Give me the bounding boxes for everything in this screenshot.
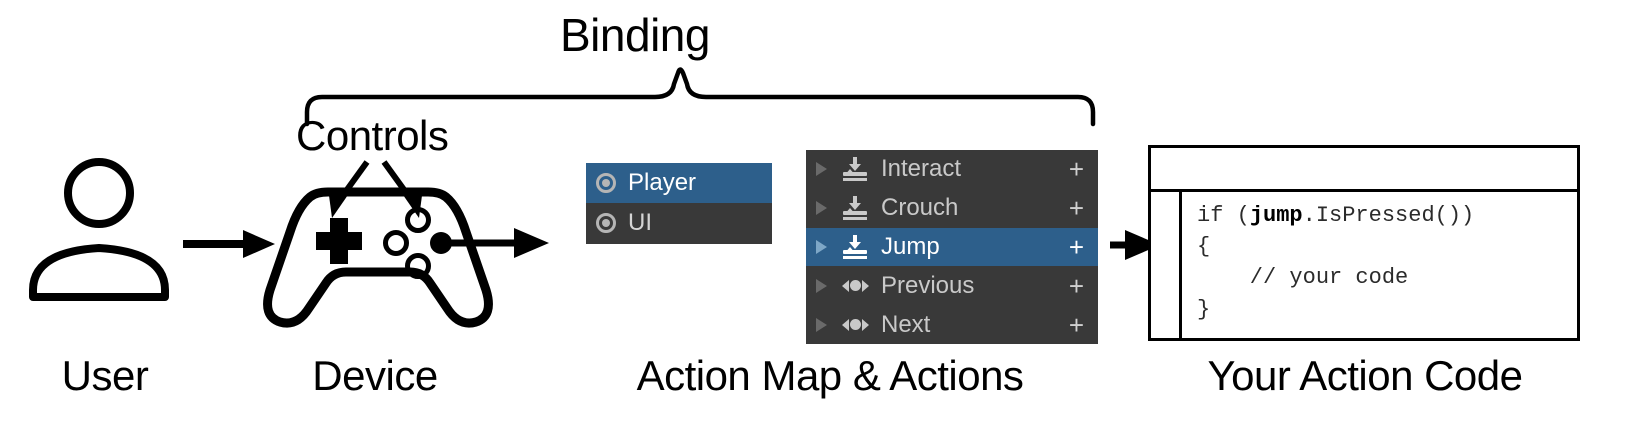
code-window[interactable]: if (jump.IsPressed()) { // your code } bbox=[1148, 145, 1580, 341]
button-press-icon bbox=[841, 157, 869, 182]
code-line-2: { bbox=[1197, 234, 1211, 260]
arrow-user-to-device bbox=[183, 230, 275, 258]
action-row-jump[interactable]: Jump + bbox=[806, 227, 1098, 267]
annotation-controls: Controls bbox=[296, 112, 449, 159]
chevron-right-icon[interactable] bbox=[816, 239, 827, 254]
axis-icon bbox=[841, 274, 869, 298]
action-row-next[interactable]: Next + bbox=[806, 305, 1098, 344]
arrow-controls-left bbox=[328, 160, 370, 218]
action-label: Crouch bbox=[881, 194, 959, 222]
arrow-device-to-actions bbox=[441, 228, 549, 258]
chevron-right-icon[interactable] bbox=[816, 278, 827, 293]
action-label: Next bbox=[881, 310, 931, 338]
action-row-interact[interactable]: Interact + bbox=[806, 150, 1098, 189]
add-binding-button[interactable]: + bbox=[1068, 309, 1084, 340]
action-row-crouch[interactable]: Crouch + bbox=[806, 189, 1098, 228]
chevron-right-icon[interactable] bbox=[816, 201, 827, 216]
caption-action-map-and-actions: Action Map & Actions bbox=[636, 352, 1024, 399]
action-map-row-player[interactable]: Player bbox=[586, 163, 772, 203]
action-map-icon bbox=[596, 173, 616, 193]
action-label: Interact bbox=[881, 155, 962, 183]
caption-user: User bbox=[61, 352, 149, 399]
axis-icon bbox=[841, 313, 869, 337]
chevron-right-icon[interactable] bbox=[816, 162, 827, 177]
action-map-label: UI bbox=[628, 209, 652, 236]
code-window-titlebar bbox=[1151, 148, 1577, 192]
button-press-icon bbox=[841, 196, 869, 221]
code-line-4: } bbox=[1197, 296, 1211, 322]
code-line-1-identifier: jump bbox=[1249, 203, 1303, 228]
gamepad-icon bbox=[263, 187, 493, 328]
user-icon bbox=[29, 158, 169, 301]
code-line-1-pre: if ( bbox=[1197, 203, 1250, 228]
add-binding-button[interactable]: + bbox=[1068, 193, 1084, 224]
action-label: Previous bbox=[881, 271, 975, 299]
code-gutter bbox=[1179, 192, 1182, 338]
arrow-controls-right bbox=[381, 160, 423, 218]
action-map-panel[interactable]: Player UI bbox=[586, 163, 772, 244]
button-press-icon bbox=[841, 234, 869, 259]
add-binding-button[interactable]: + bbox=[1068, 154, 1084, 185]
action-map-row-ui[interactable]: UI bbox=[586, 203, 772, 243]
caption-device: Device bbox=[312, 352, 438, 399]
action-row-previous[interactable]: Previous + bbox=[806, 266, 1098, 305]
caption-your-action-code: Your Action Code bbox=[1207, 352, 1523, 399]
chevron-right-icon[interactable] bbox=[816, 317, 827, 332]
code-editor-body[interactable]: if (jump.IsPressed()) { // your code } bbox=[1151, 192, 1577, 338]
code-snippet: if (jump.IsPressed()) { // your code } bbox=[1197, 200, 1571, 325]
action-map-label: Player bbox=[628, 169, 697, 196]
code-line-3: // your code bbox=[1197, 265, 1409, 291]
action-map-icon bbox=[596, 213, 616, 233]
action-label: Jump bbox=[881, 232, 940, 260]
code-line-1-post: .IsPressed()) bbox=[1302, 203, 1475, 228]
add-binding-button[interactable]: + bbox=[1068, 270, 1084, 301]
actions-panel[interactable]: Interact + Crouch + Jump + bbox=[806, 150, 1098, 344]
annotation-binding: Binding bbox=[560, 9, 710, 61]
add-binding-button[interactable]: + bbox=[1068, 231, 1084, 262]
